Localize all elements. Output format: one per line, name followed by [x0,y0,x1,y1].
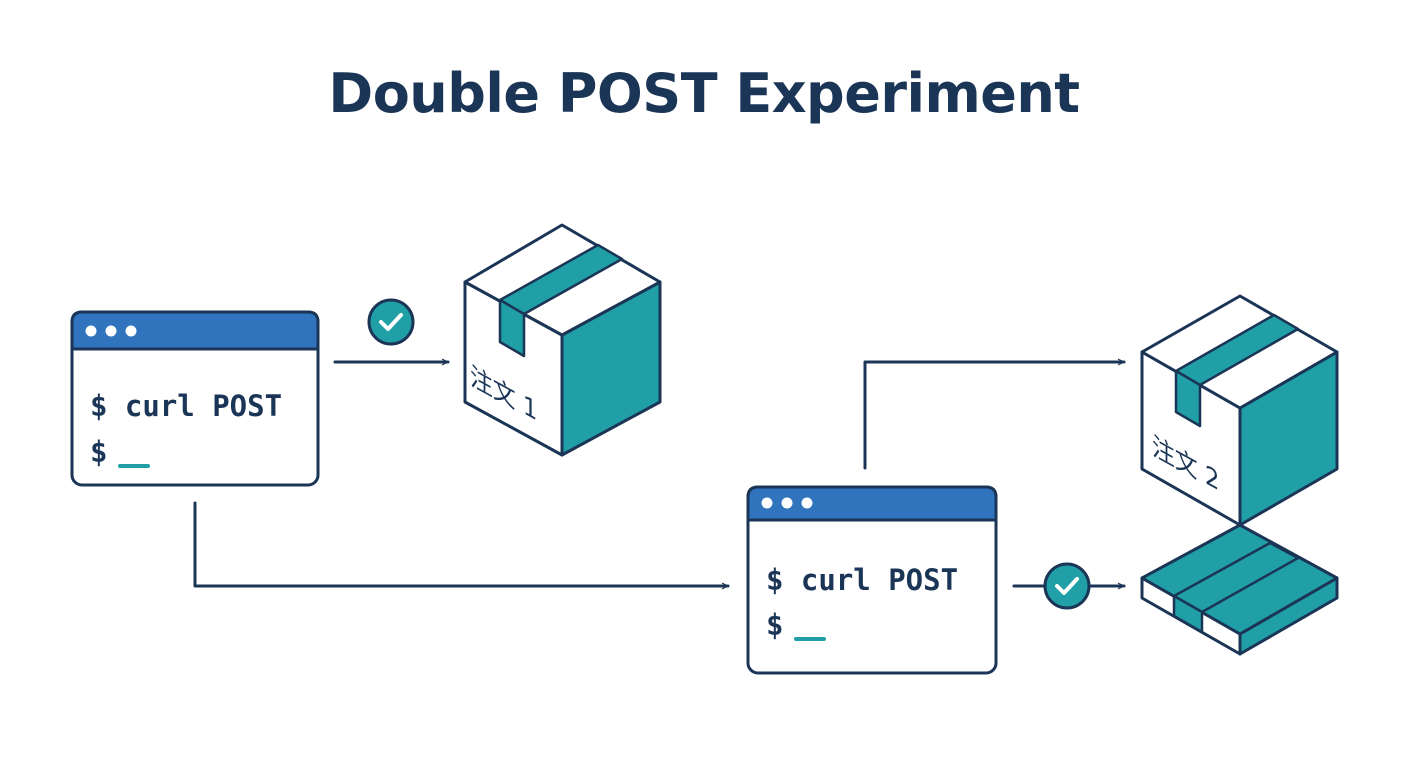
terminal-command: $ curl POST [90,389,282,423]
window-controls [85,325,137,337]
arrow-terminal2-to-box2 [863,358,1126,470]
diagram-title: Double POST Experiment [328,62,1080,125]
terminal-prompt: $ [90,435,107,469]
flat-package-icon [1140,523,1339,656]
terminal-prompt: $ [766,608,783,642]
arrow-terminal1-to-terminal2 [193,501,730,590]
window-controls [761,497,813,509]
check-circle-icon [367,298,415,346]
terminal-window-1: $ curl POST $ [70,310,320,487]
package-box-icon: 注文 1 [463,223,662,457]
check-circle-icon [1043,562,1091,610]
terminal-window-2: $ curl POST $ [746,485,998,675]
package-box-icon: 注文 2 [1140,294,1339,527]
terminal-command: $ curl POST [766,563,958,597]
